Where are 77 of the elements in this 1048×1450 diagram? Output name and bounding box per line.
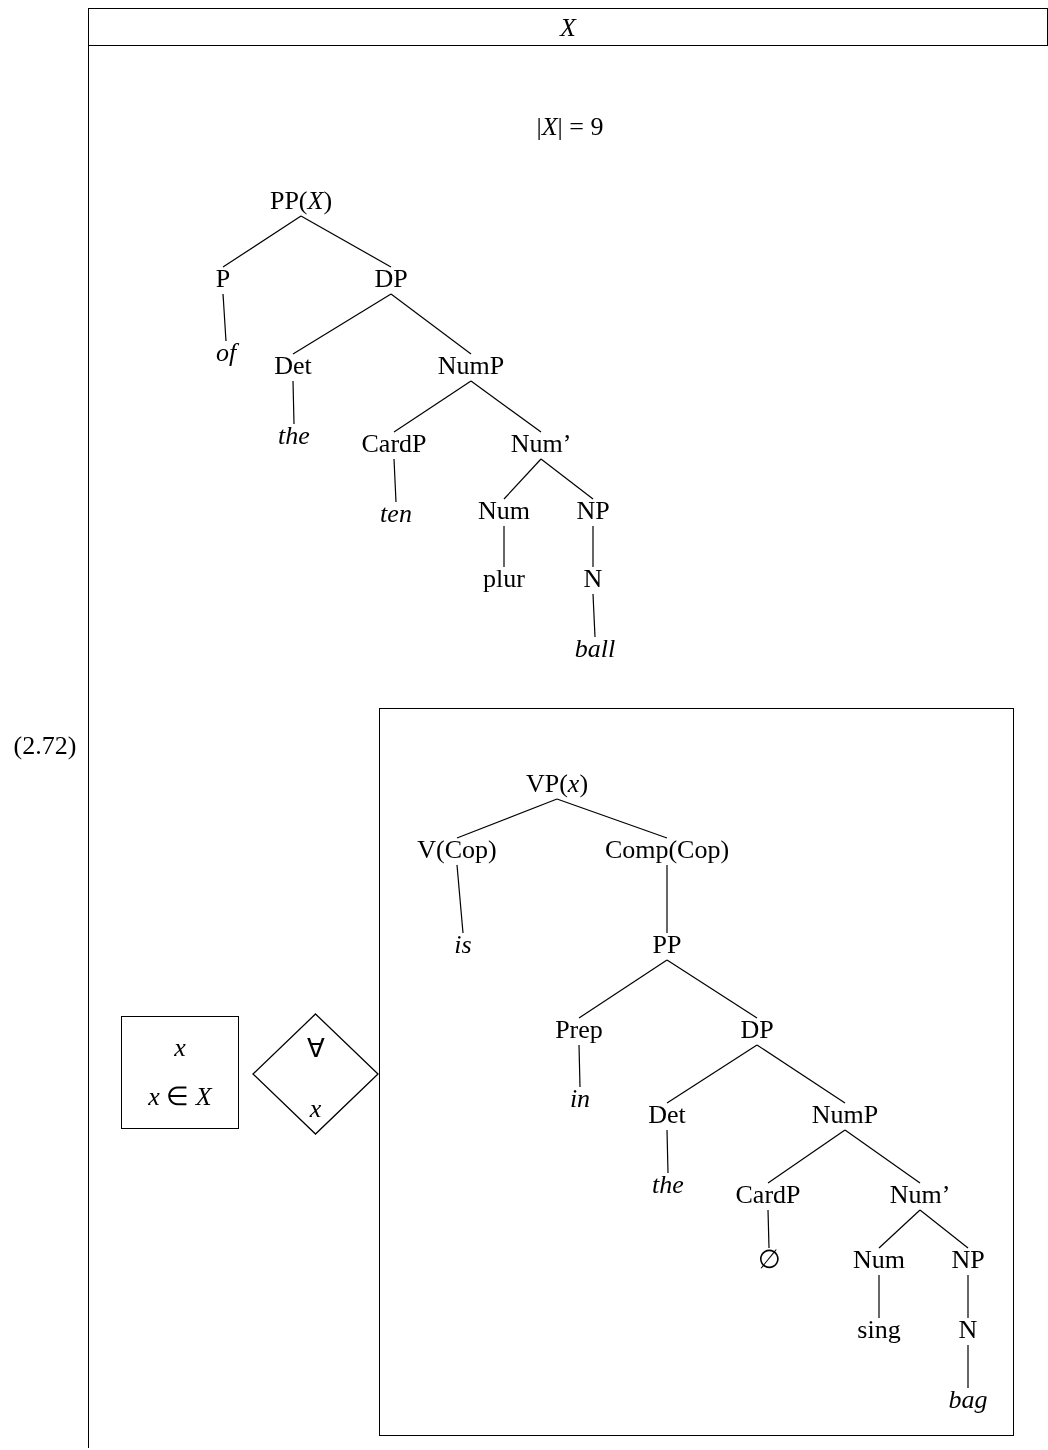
- tree-node-label: ball: [574, 636, 616, 662]
- tree-branch: [666, 959, 758, 1019]
- tree-node-label: VP(x): [525, 771, 589, 797]
- tree-branch: [556, 798, 668, 839]
- tree-branch: [844, 1129, 921, 1184]
- tree-branch: [967, 1344, 969, 1389]
- tree-node-label: P: [215, 266, 231, 292]
- quantifier-text: x: [309, 1096, 322, 1122]
- tree-branch: [456, 864, 464, 934]
- tree-branch: [393, 458, 397, 503]
- tree-node-label: N: [583, 566, 603, 592]
- tree-node-label: Comp(Cop): [604, 837, 730, 863]
- cardinality-condition: |X| = 9: [536, 114, 604, 140]
- tree-node-label: of: [215, 340, 237, 366]
- tree-branch: [393, 380, 472, 433]
- tree-node-label: DP: [740, 1017, 774, 1043]
- tree-node-label: sing: [857, 1317, 901, 1343]
- tree-branch: [767, 1129, 846, 1184]
- tree-node-label: PP(X): [269, 188, 333, 214]
- tree-branch: [222, 215, 302, 268]
- tree-branch: [592, 593, 596, 638]
- tree-node-label: ∅: [757, 1247, 781, 1273]
- tree-node-label: the: [278, 423, 310, 449]
- tree-node-label: DP: [374, 266, 408, 292]
- tree-branch: [503, 458, 542, 500]
- tree-node-label: Prep: [555, 1017, 603, 1043]
- tree-node-label: PP: [652, 932, 682, 958]
- tree-node-label: the: [652, 1172, 684, 1198]
- tree-node-label: Num: [478, 498, 530, 524]
- tree-node-label: NumP: [811, 1102, 879, 1128]
- tree-node-label: NumP: [437, 353, 505, 379]
- tree-node-label: CardP: [735, 1182, 801, 1208]
- drs-box: [88, 8, 1048, 1448]
- tree-branch: [592, 525, 594, 568]
- tree-branch: [878, 1274, 880, 1319]
- tree-node-label: Det: [274, 353, 312, 379]
- tree-node-label: Det: [648, 1102, 686, 1128]
- tree-node-label: in: [569, 1086, 591, 1112]
- tree-branch: [919, 1209, 969, 1249]
- example-number: (2.72): [13, 733, 77, 759]
- quantifier-text: ∀: [306, 1036, 325, 1062]
- tree-branch: [540, 458, 594, 500]
- box-heading: X: [89, 9, 1048, 46]
- condition-text: x ∈ X: [148, 1084, 212, 1111]
- tree-branch: [300, 215, 392, 268]
- tree-branch: [878, 1209, 921, 1249]
- tree-node-label: NP: [576, 498, 610, 524]
- tree-branch: [666, 1129, 669, 1174]
- tree-branch: [767, 1209, 770, 1249]
- tree-branch: [578, 1044, 581, 1088]
- quantifier-diamond: [253, 1014, 378, 1134]
- tree-branch: [756, 1044, 846, 1104]
- tree-branch: [456, 798, 558, 839]
- tree-node-label: is: [454, 932, 472, 958]
- tree-branch: [967, 1274, 969, 1319]
- tree-node-label: N: [958, 1317, 978, 1343]
- tree-node-label: Num’: [510, 431, 572, 457]
- tree-branch: [470, 380, 542, 433]
- tree-node-label: ten: [380, 501, 412, 527]
- tree-branch: [390, 293, 472, 355]
- tree-node-label: plur: [483, 566, 525, 592]
- condition-box: [121, 1016, 239, 1129]
- tree-node-label: Num’: [889, 1182, 951, 1208]
- tree-branch: [292, 380, 295, 425]
- tree-node-label: V(Cop): [417, 837, 497, 863]
- tree-node-label: Num: [853, 1247, 905, 1273]
- condition-text: x: [174, 1034, 186, 1061]
- tree-branch: [666, 1044, 758, 1104]
- tree-node-label: bag: [948, 1387, 988, 1413]
- tree-branch: [578, 959, 668, 1019]
- tree-branch: [666, 864, 668, 934]
- tree-branch: [222, 293, 227, 342]
- tree-node-label: NP: [951, 1247, 985, 1273]
- tree-branch: [503, 525, 505, 568]
- drs-box: [379, 708, 1014, 1436]
- tree-branch: [292, 293, 392, 355]
- tree-node-label: CardP: [361, 431, 427, 457]
